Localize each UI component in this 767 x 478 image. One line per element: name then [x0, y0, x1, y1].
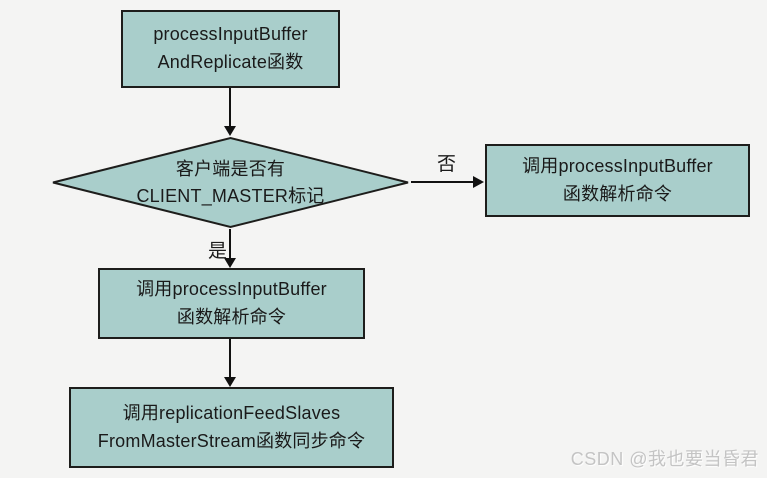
node-decision-line2: CLIENT_MASTER标记 — [136, 185, 325, 206]
edge-decision-to-middle — [229, 229, 231, 258]
decision-diamond-shape — [52, 136, 409, 229]
edge-label-no: 否 — [437, 154, 457, 175]
node-replication-feed-slaves: 调用replicationFeedSlaves FromMasterStream… — [69, 387, 394, 468]
arrowhead-down-icon — [224, 377, 236, 387]
edge-middle-to-bottom — [229, 339, 231, 377]
arrowhead-down-icon — [224, 258, 236, 268]
node-bottom-line1: 调用replicationFeedSlaves — [122, 402, 341, 423]
node-decision: 客户端是否有 CLIENT_MASTER标记 — [50, 136, 411, 229]
node-right-line1: 调用processInputBuffer — [522, 155, 713, 176]
edge-decision-to-right — [411, 181, 473, 183]
edge-start-to-decision — [229, 88, 231, 126]
node-start-line1: processInputBuffer — [153, 24, 308, 45]
arrowhead-right-icon — [473, 176, 484, 188]
node-start: processInputBuffer AndReplicate函数 — [121, 10, 340, 88]
csdn-watermark: CSDN @我也要当昏君 — [570, 449, 759, 469]
node-right-line2: 函数解析命令 — [562, 183, 673, 204]
node-decision-line1: 客户端是否有 — [175, 158, 286, 179]
node-mid-line2: 函数解析命令 — [176, 306, 287, 327]
node-bottom-line2: FromMasterStream函数同步命令 — [97, 430, 366, 451]
node-start-line2: AndReplicate函数 — [157, 52, 304, 72]
node-call-process-input-buffer-right: 调用processInputBuffer 函数解析命令 — [485, 144, 750, 217]
node-mid-line1: 调用processInputBuffer — [136, 278, 327, 299]
node-decision-text: 客户端是否有 CLIENT_MASTER标记 — [50, 136, 411, 229]
node-call-process-input-buffer-middle: 调用processInputBuffer 函数解析命令 — [98, 268, 365, 339]
edge-label-yes: 是 — [208, 241, 228, 262]
arrowhead-down-icon — [224, 126, 236, 136]
